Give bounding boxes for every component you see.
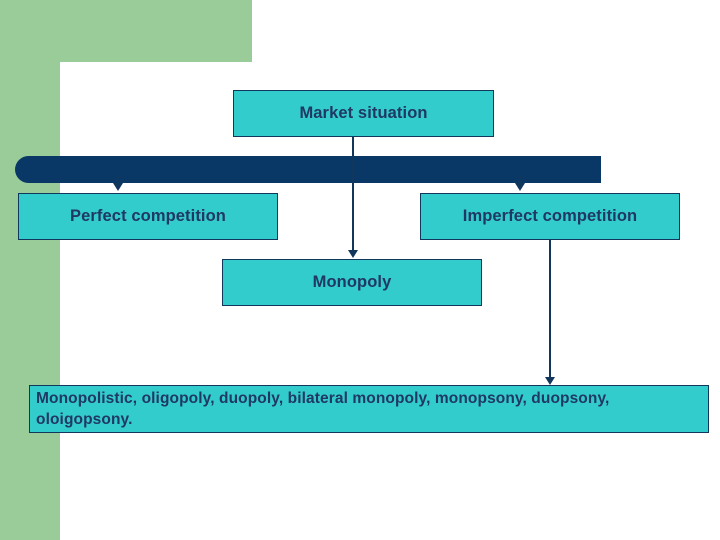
node-market-situation[interactable]: Market situation bbox=[233, 90, 494, 137]
arrowhead-imperfect-competition bbox=[515, 183, 525, 191]
node-monopoly[interactable]: Monopoly bbox=[222, 259, 482, 306]
arrowhead-list-box bbox=[545, 377, 555, 385]
connector-market-to-monopoly bbox=[352, 137, 354, 251]
node-imperfect-competition[interactable]: Imperfect competition bbox=[420, 193, 680, 240]
node-perfect-competition[interactable]: Perfect competition bbox=[18, 193, 278, 240]
connector-bar-to-perfect bbox=[117, 176, 119, 185]
green-left-column bbox=[0, 0, 60, 540]
arrowhead-monopoly bbox=[348, 250, 358, 258]
connector-imperfect-to-list bbox=[549, 240, 551, 378]
navy-separator-bar bbox=[15, 156, 601, 183]
connector-market-stub bbox=[352, 137, 354, 157]
arrowhead-perfect-competition bbox=[113, 183, 123, 191]
green-top-block bbox=[60, 0, 252, 62]
node-imperfect-competition-types[interactable]: Monopolistic, oligopoly, duopoly, bilate… bbox=[29, 385, 709, 433]
connector-bar-to-imperfect bbox=[519, 176, 521, 185]
